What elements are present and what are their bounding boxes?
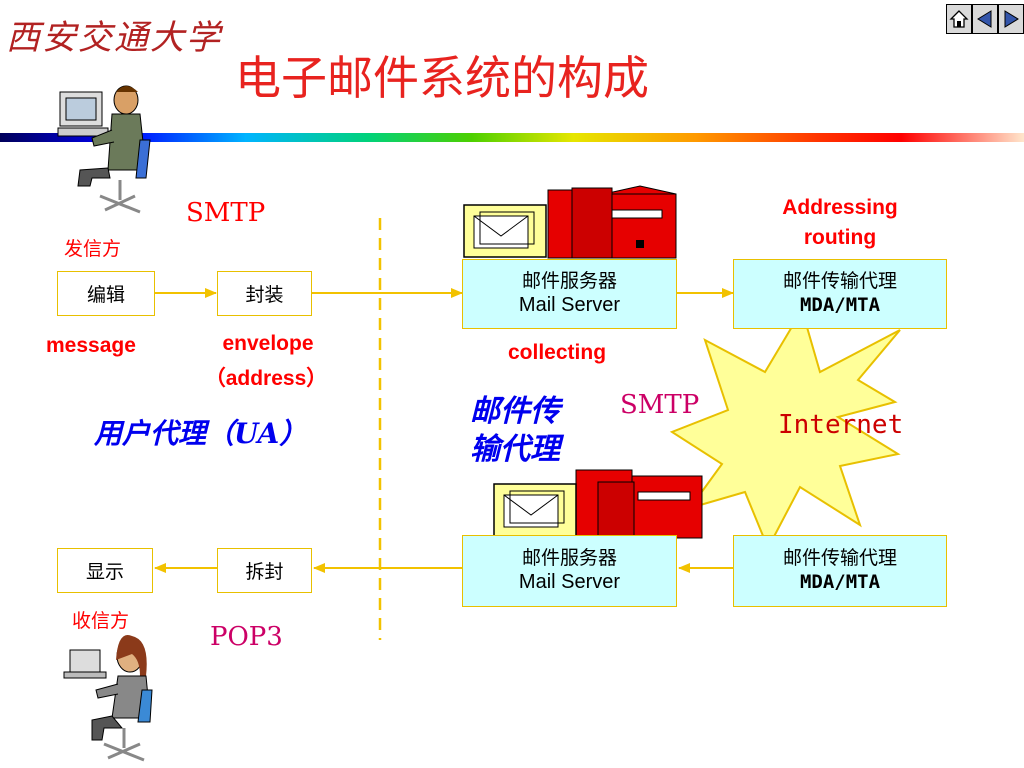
message-label: message (46, 334, 136, 357)
mail-server-top: 邮件服务器 Mail Server (462, 259, 677, 329)
edit-box: 编辑 (57, 271, 155, 316)
seal-box: 封装 (217, 271, 312, 316)
mail-server-top-cn: 邮件服务器 (521, 269, 617, 292)
mail-server-bottom-en: Mail Server (518, 571, 621, 594)
prev-icon (977, 10, 992, 28)
display-label: 显示 (85, 561, 124, 583)
receiver-figure-icon (63, 635, 153, 762)
next-icon (1004, 10, 1019, 28)
mta-bottom-en: MDA/MTA (799, 571, 881, 593)
pop3-label: POP3 (210, 622, 283, 652)
mta-bottom-cn: 邮件传输代理 (782, 547, 897, 570)
header-divider (0, 133, 1024, 142)
display-box: 显示 (57, 548, 153, 593)
receiver-label: 收信方 (72, 610, 130, 632)
envelope-label: envelope (222, 332, 314, 355)
sender-label: 发信方 (64, 238, 122, 260)
mta-label-line2: 输代理 (470, 432, 560, 467)
home-button[interactable] (946, 4, 972, 34)
mail-server-top-en: Mail Server (518, 294, 621, 317)
prev-button[interactable] (972, 4, 998, 34)
internet-label: Internet (778, 410, 904, 440)
internet-burst (669, 307, 901, 551)
smtp-label-mid: SMTP (620, 390, 700, 420)
envelope-icon-bottom (493, 483, 577, 537)
unseal-label: 拆封 (245, 561, 284, 583)
seal-label: 封装 (245, 284, 284, 306)
mta-bottom: 邮件传输代理 MDA/MTA (733, 535, 947, 607)
mailbox-building-bottom (575, 469, 703, 539)
smtp-label-top: SMTP (186, 198, 266, 228)
next-button[interactable] (998, 4, 1024, 34)
edit-label: 编辑 (86, 284, 125, 306)
mta-top-en: MDA/MTA (799, 294, 881, 316)
addressing-label: Addressing (782, 196, 898, 219)
home-icon (949, 10, 969, 28)
mail-server-bottom: 邮件服务器 Mail Server (462, 535, 677, 607)
mta-label: 邮件传 输代理 (470, 393, 560, 469)
mailbox-building-top (547, 185, 677, 259)
collecting-label: collecting (508, 341, 607, 364)
mail-server-bottom-cn: 邮件服务器 (521, 546, 617, 569)
page-title: 电子邮件系统的构成 (235, 51, 649, 105)
university-logo: 西安交通大学 (6, 18, 222, 58)
user-agent-label: 用户代理（UA） (94, 417, 308, 450)
mta-top: 邮件传输代理 MDA/MTA (733, 259, 947, 329)
sender-figure-icon (57, 85, 151, 214)
envelope-icon-top (463, 204, 547, 258)
mta-label-line1: 邮件传 (470, 394, 560, 429)
mta-top-cn: 邮件传输代理 (782, 270, 897, 293)
unseal-box: 拆封 (217, 548, 312, 593)
routing-label: routing (803, 226, 877, 249)
address-label: （address） (204, 367, 328, 390)
